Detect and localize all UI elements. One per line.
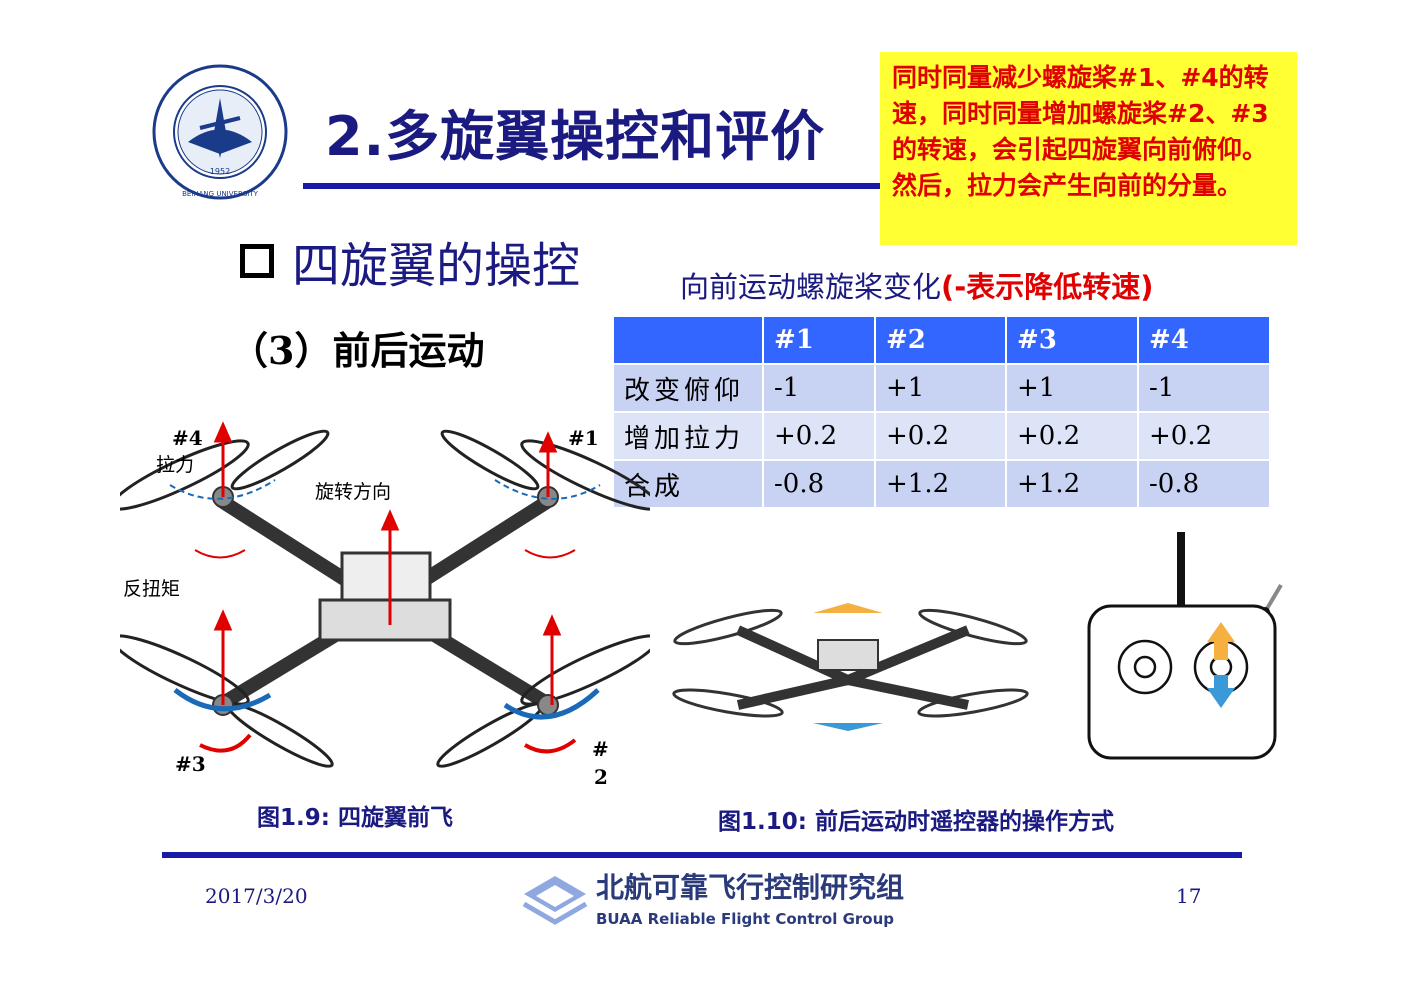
table-cell: 增加拉力: [612, 411, 764, 461]
pitching-drone-illustration: [672, 603, 1029, 731]
table-cell: -1: [762, 363, 876, 413]
torque-label: 反扭矩: [123, 578, 181, 600]
table-cell: +0.2: [762, 411, 876, 461]
table-header-cell: #1: [762, 315, 876, 365]
footer-divider: [162, 852, 1242, 858]
explanation-note: 同时同量减少螺旋桨#1、#4的转速，同时同量增加螺旋桨#2、#3的转速，会引起四…: [880, 52, 1297, 245]
propeller-table: #1 #2 #3 #4 改变俯仰 -1 +1 +1 -1 增加拉力 +0.2 +…: [612, 315, 1271, 509]
table-row: 合成 -0.8 +1.2 +1.2 -0.8: [612, 459, 1271, 509]
thrust-label: 拉力: [156, 454, 195, 476]
prop-label-3: #3: [175, 752, 206, 776]
table-cell: 改变俯仰: [612, 363, 764, 413]
prop-label-2-num: 2: [594, 765, 608, 789]
table-header-cell: [612, 315, 764, 365]
table-cell: +1: [874, 363, 1007, 413]
table-cell: +0.2: [874, 411, 1007, 461]
table-cell: +0.2: [1137, 411, 1271, 461]
table-cell: -0.8: [1137, 459, 1271, 509]
table-caption-note: (-表示降低转速): [941, 270, 1154, 304]
footer-date: 2017/3/20: [205, 884, 308, 908]
figure-caption-2: 图1.10: 前后运动时遥控器的操作方式: [718, 809, 1114, 835]
group-name-cn: 北航可靠飞行控制研究组: [596, 871, 905, 904]
table-cell: +1: [1005, 363, 1139, 413]
group-name-en: BUAA Reliable Flight Control Group: [596, 910, 894, 928]
table-header-row: #1 #2 #3 #4: [612, 315, 1271, 365]
table-cell: -0.8: [762, 459, 876, 509]
table-cell: +1.2: [874, 459, 1007, 509]
table-header-cell: #3: [1005, 315, 1139, 365]
group-logo-icon: [522, 876, 588, 925]
prop-label-2-hash: #: [592, 737, 609, 761]
logo-text: BEIHANG UNIVERSITY: [182, 190, 259, 198]
table-cell: +0.2: [1005, 411, 1139, 461]
subsection-title: （3）前后运动: [230, 328, 485, 373]
prop-label-1: #1: [568, 426, 599, 450]
table-row: 增加拉力 +0.2 +0.2 +0.2 +0.2: [612, 411, 1271, 461]
title-divider: [303, 183, 903, 189]
page-title: 2.多旋翼操控和评价: [325, 105, 826, 168]
table-cell: -1: [1137, 363, 1271, 413]
quadrotor-diagram: [120, 421, 650, 768]
rotation-label: 旋转方向: [315, 481, 392, 503]
remote-controller-illustration: [1087, 532, 1283, 760]
section-heading: 四旋翼的操控: [240, 226, 580, 296]
figure-caption-1: 图1.9: 四旋翼前飞: [257, 805, 453, 831]
table-caption-main: 向前运动螺旋桨变化: [680, 270, 942, 304]
table-row: 改变俯仰 -1 +1 +1 -1: [612, 363, 1271, 413]
table-caption: 向前运动螺旋桨变化(-表示降低转速): [680, 264, 1154, 306]
page-number: 17: [1176, 884, 1202, 908]
table-header-cell: #2: [874, 315, 1007, 365]
prop-label-4: #4: [172, 426, 203, 450]
university-logo: 1952 BEIHANG UNIVERSITY: [152, 64, 288, 200]
section-title: 四旋翼的操控: [292, 238, 581, 294]
bullet-square-icon: [240, 244, 274, 278]
table-cell: +1.2: [1005, 459, 1139, 509]
logo-year: 1952: [210, 167, 230, 176]
table-header-cell: #4: [1137, 315, 1271, 365]
